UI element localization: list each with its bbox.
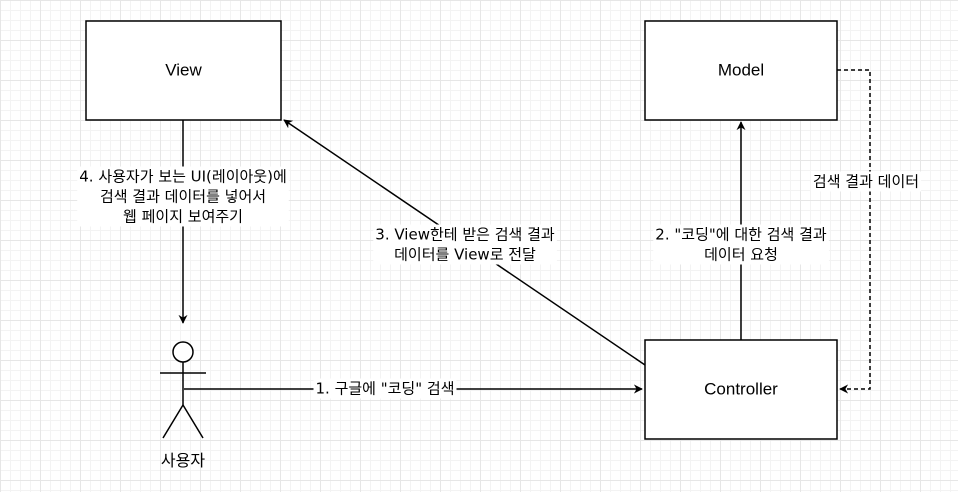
edge-label-line: 웹 페이지 보여주기 bbox=[123, 208, 243, 226]
model-node-label: Model bbox=[718, 60, 764, 79]
edge-model-to-controller bbox=[837, 69, 871, 394]
edge-label-line: 1. 구글에 "코딩" 검색 bbox=[315, 380, 454, 398]
edge-label-line: 4. 사용자가 보는 UI(레이아웃)에 bbox=[79, 168, 287, 186]
edge-label-background bbox=[373, 224, 557, 265]
model-node[interactable]: Model bbox=[644, 20, 838, 121]
actor-head bbox=[172, 341, 194, 363]
view-node[interactable]: View bbox=[85, 20, 282, 121]
edge-label-line: 검색 결과 데이터를 넣어서 bbox=[100, 188, 266, 206]
actor-label: 사용자 bbox=[161, 451, 205, 470]
edge-label-line: 2. "코딩"에 대한 검색 결과 bbox=[655, 226, 827, 244]
label-model-to-controller: 검색 결과 데이터 bbox=[810, 171, 922, 192]
edge-label-line: 3. View한테 받은 검색 결과 bbox=[375, 226, 555, 244]
edge-label-background bbox=[77, 166, 289, 227]
edge-label-line: 데이터를 View로 전달 bbox=[394, 246, 536, 264]
edge-label-background bbox=[313, 378, 457, 399]
controller-node[interactable]: Controller bbox=[644, 339, 838, 440]
edge-label-line: 검색 결과 데이터 bbox=[813, 173, 919, 191]
label-user-to-controller: 1. 구글에 "코딩" 검색 bbox=[313, 378, 457, 399]
user-actor[interactable]: 사용자 bbox=[160, 341, 206, 470]
edge-label-line: 데이터 요청 bbox=[704, 246, 778, 264]
view-node-label: View bbox=[165, 60, 202, 79]
controller-node-label: Controller bbox=[704, 379, 778, 398]
actor-left-leg bbox=[162, 404, 184, 439]
edge-label-background bbox=[653, 224, 829, 265]
edge-label-background bbox=[810, 171, 922, 192]
actor-right-leg bbox=[182, 404, 204, 439]
